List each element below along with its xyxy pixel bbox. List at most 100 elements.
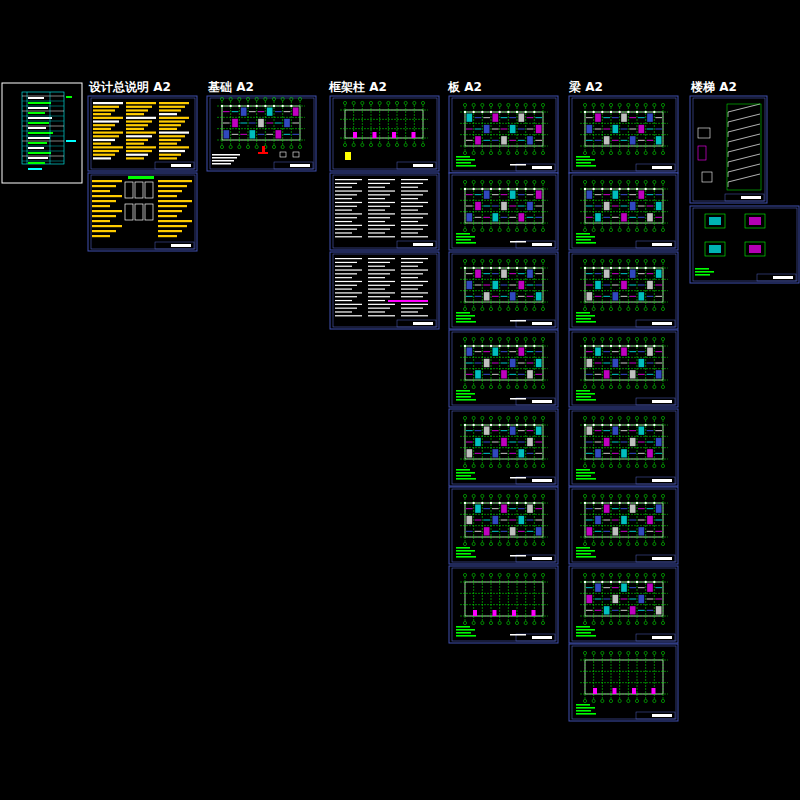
sheet-graphic: [609, 494, 612, 497]
sheet-graphic: [644, 699, 647, 702]
sheet-graphic: [645, 267, 647, 269]
sheet-graphic: [509, 206, 516, 207]
sheet-graphic: [159, 102, 189, 104]
sheet-graphic: [273, 105, 275, 107]
sheet-graphic: [475, 520, 482, 521]
sheet-graphic: [483, 140, 490, 141]
sheet-graphic: [661, 573, 664, 576]
sheet-graphic: [510, 191, 516, 199]
sheet-graphic: [655, 351, 662, 352]
sheet-graphic: [483, 285, 490, 286]
sheet-graphic: [593, 263, 594, 307]
sheet-graphic: [368, 269, 395, 270]
sheet-graphic: [639, 427, 645, 435]
sheet-graphic: [586, 117, 593, 118]
sheet-graphic: [517, 498, 518, 542]
sheet-graphic: [527, 363, 534, 364]
sheet-graphic: [637, 420, 638, 464]
sheet-graphic: [611, 263, 612, 307]
sheet-graphic: [397, 105, 398, 143]
sheet-graphic: [250, 130, 256, 138]
sheet-graphic: [524, 151, 527, 154]
sheet-graphic: [276, 130, 282, 138]
sheet-graphic: [580, 425, 668, 426]
sheet-graphic: [609, 259, 612, 262]
sheet-graphic: [661, 494, 664, 497]
sheet-graphic: [655, 599, 662, 600]
sheet-graphic: [661, 337, 664, 340]
sheet-graphic: [300, 101, 301, 145]
sheet-graphic: [66, 140, 76, 142]
sheet-graphic: [535, 508, 542, 509]
sheet-graphic: [489, 621, 492, 624]
sheet-graphic: [580, 660, 668, 661]
sheet-graphic: [576, 321, 596, 323]
sheet-graphic: [630, 370, 636, 378]
sheet-graphic: [629, 351, 636, 352]
sheet-graphic: [335, 179, 362, 180]
sheet-graphic: [638, 206, 645, 207]
sheet-graphic: [515, 103, 518, 106]
sheet-graphic: [644, 621, 647, 624]
sheet-graphic: [368, 277, 385, 278]
sheet-graphic: [404, 143, 407, 146]
sheet-graphic: [525, 424, 527, 426]
sheet-graphic: [647, 129, 654, 130]
sheet-graphic: [586, 453, 593, 454]
sheet-graphic: [541, 307, 544, 310]
sheet-graphic: [499, 184, 500, 228]
sheet-graphic: [593, 420, 594, 464]
sheet-graphic: [345, 152, 351, 160]
sheet-graphic: [653, 111, 655, 113]
sheet-graphic: [533, 103, 536, 106]
sheet-graphic: [463, 464, 466, 467]
sheet-graphic: [28, 107, 48, 109]
sheet-graphic: [335, 285, 357, 286]
sheet-graphic: [527, 129, 534, 130]
sheet-graphic: [613, 125, 619, 133]
sheet-graphic: [592, 464, 595, 467]
sheet-graphic: [475, 285, 482, 286]
sheet-graphic: [93, 128, 111, 130]
sheet-graphic: [609, 103, 612, 106]
sheet-graphic: [501, 136, 507, 144]
sheet-graphic: [533, 385, 536, 388]
sheet-graphic: [126, 146, 156, 148]
sheet-graphic: [576, 318, 591, 320]
sheet-graphic: [92, 180, 122, 182]
sheet-graphic: [653, 699, 656, 702]
sheet-graphic: [524, 385, 527, 388]
sheet-graphic: [638, 508, 645, 509]
sheet-graphic: [93, 124, 115, 126]
sheet-graphic: [534, 184, 535, 228]
sheet-graphic: [586, 217, 593, 218]
sheet-graphic: [460, 346, 548, 347]
sheet-graphic: [22, 96, 64, 97]
sheet-graphic: [456, 472, 475, 474]
title-block: [397, 320, 436, 327]
sheet-graphic: [603, 194, 610, 195]
sheet-graphic: [507, 111, 509, 113]
sheet-graphic: [368, 194, 390, 195]
sheet-graphic: [527, 351, 534, 352]
sheet-graphic: [466, 206, 473, 207]
sheet-graphic: [475, 370, 481, 378]
sheet-graphic: [490, 267, 492, 269]
sheet-graphic: [635, 307, 638, 310]
sheet-graphic: [611, 184, 612, 228]
sheet-graphic: [533, 502, 535, 504]
sheet-graphic: [543, 341, 544, 385]
sheet-graphic: [298, 97, 301, 100]
sheet-graphic: [483, 117, 490, 118]
sheet-graphic: [603, 117, 610, 118]
sheet-graphic: [580, 123, 668, 124]
sheet-graphic: [695, 268, 709, 270]
sheet-graphic: [532, 166, 552, 169]
sheet-graphic: [602, 655, 603, 699]
sheet-graphic: [532, 479, 552, 482]
sheet-graphic: [499, 424, 501, 426]
sheet-graphic: [636, 111, 638, 113]
sheet-graphic: [637, 184, 638, 228]
sheet-graphic: [240, 123, 247, 124]
sheet-graphic: [481, 259, 484, 262]
